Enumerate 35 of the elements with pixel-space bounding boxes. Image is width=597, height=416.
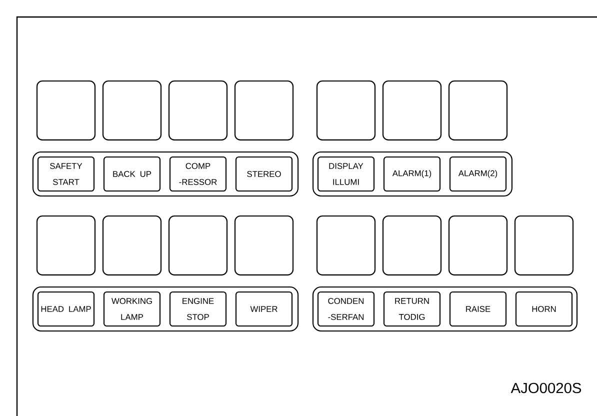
indicator-lamp bbox=[102, 216, 162, 276]
indicator-lamp bbox=[382, 216, 442, 276]
switch-label: DISPLAY ILLUMI bbox=[317, 156, 375, 192]
switch-group-frame bbox=[312, 286, 578, 332]
switch-label: ALARM(1) bbox=[383, 156, 441, 192]
switch-label: CONDEN -SERFAN bbox=[317, 291, 375, 327]
indicator-lamp bbox=[234, 216, 294, 276]
indicator-lamp bbox=[316, 80, 376, 140]
switch-group-frame bbox=[32, 151, 299, 197]
indicator-lamp bbox=[168, 80, 228, 140]
switch-label: SAFETY START bbox=[37, 156, 95, 192]
switch-label: BACK UP bbox=[103, 156, 161, 192]
switch-label: WORKING LAMP bbox=[103, 291, 161, 327]
switch-group-frame bbox=[32, 286, 299, 332]
indicator-lamp bbox=[514, 216, 574, 276]
switch-label: WIPER bbox=[235, 291, 293, 327]
indicator-lamp bbox=[382, 80, 442, 140]
switch-label: COMP -RESSOR bbox=[169, 156, 227, 192]
switch-group-frame bbox=[312, 151, 512, 197]
figure-code: AJO0020S bbox=[510, 382, 582, 394]
switch-label: STEREO bbox=[235, 156, 293, 192]
indicator-lamp bbox=[168, 216, 228, 276]
switch-label: RAISE bbox=[449, 291, 507, 327]
indicator-lamp bbox=[448, 216, 508, 276]
switch-label: RETURN TODIG bbox=[383, 291, 441, 327]
switch-label: HORN bbox=[515, 291, 573, 327]
indicator-lamp bbox=[102, 80, 162, 140]
indicator-lamp bbox=[448, 80, 508, 140]
indicator-lamp bbox=[36, 216, 96, 276]
indicator-lamp bbox=[316, 216, 376, 276]
indicator-lamp bbox=[36, 80, 96, 140]
switch-label: HEAD LAMP bbox=[37, 291, 95, 327]
indicator-lamp bbox=[234, 80, 294, 140]
switch-label: ALARM(2) bbox=[449, 156, 507, 192]
switch-label: ENGINE STOP bbox=[169, 291, 227, 327]
